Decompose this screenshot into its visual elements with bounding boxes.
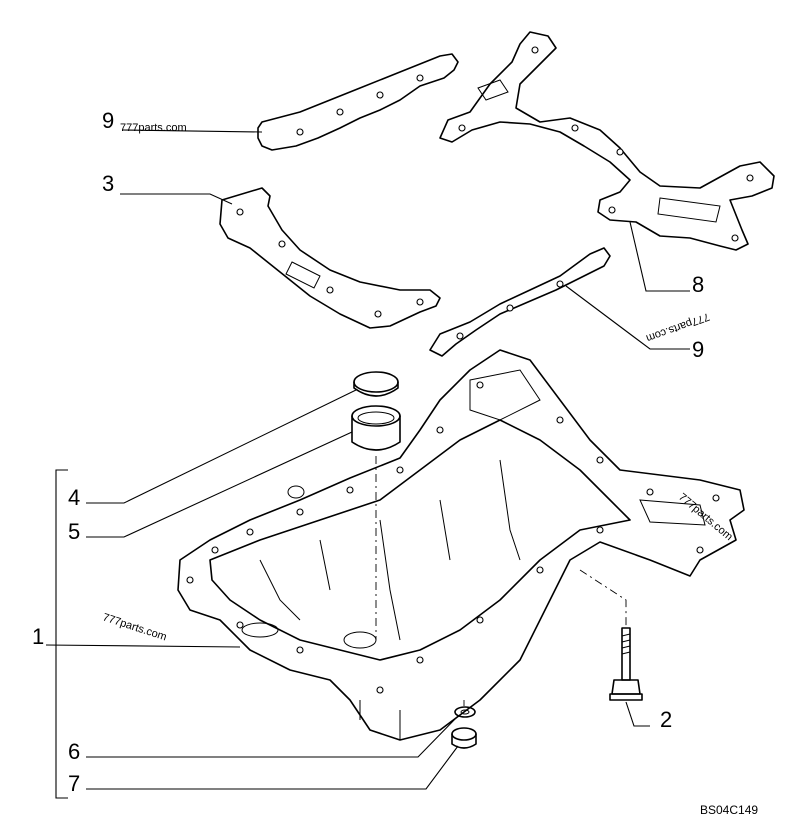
leader-2: [625, 701, 650, 727]
leader-1: [45, 644, 241, 648]
leader-8: [629, 221, 690, 292]
callout-1: 1: [32, 624, 44, 649]
drawing-code: BS04C149: [700, 803, 758, 817]
oil-pan-1: [177, 349, 745, 741]
washer-6: [454, 706, 476, 718]
callout-6: 6: [68, 739, 80, 764]
leader-6: [86, 715, 459, 758]
assembly-bracket: [55, 469, 68, 799]
gasket-9-upper: [257, 53, 459, 151]
watermark-left: 777parts.com: [101, 611, 168, 643]
leader-3: [120, 193, 233, 205]
cap-4: [353, 371, 399, 397]
leader-5: [86, 431, 353, 538]
drain-plug-7: [451, 727, 477, 749]
centre-line-bolt: [579, 569, 627, 628]
callout-7: 7: [68, 771, 80, 796]
watermark-right: 777parts.com: [676, 491, 735, 543]
callout-8: 8: [692, 272, 704, 297]
callout-5: 5: [68, 519, 80, 544]
callout-9-lower: 9: [692, 337, 704, 362]
callout-4: 4: [68, 485, 80, 510]
gasket-8: [439, 31, 775, 251]
bolt-2: [609, 627, 643, 701]
sleeve-5: [351, 405, 401, 451]
callout-2: 2: [660, 707, 672, 732]
gasket-3: [219, 187, 441, 329]
leader-7: [86, 745, 459, 790]
callout-9-upper: 9: [102, 108, 114, 133]
watermark-top: 777parts.com: [120, 122, 187, 134]
leader-9a: [121, 129, 263, 133]
callout-3: 3: [102, 171, 114, 196]
leader-9b: [565, 285, 690, 350]
leader-4: [86, 389, 357, 504]
gasket-9-lower: [429, 247, 611, 357]
